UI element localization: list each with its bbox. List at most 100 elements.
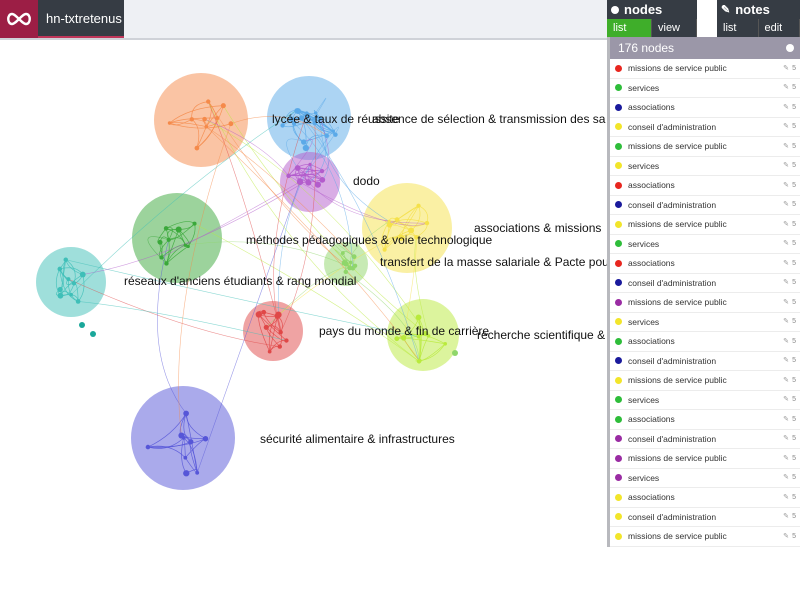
tab-notes-list[interactable]: list <box>717 19 759 37</box>
list-item[interactable]: missions de service public✎5 <box>610 527 800 547</box>
graph-node[interactable] <box>145 444 151 450</box>
graph-node[interactable] <box>294 108 299 113</box>
graph-node[interactable] <box>312 117 316 121</box>
graph-node[interactable] <box>408 227 415 234</box>
graph-node[interactable] <box>194 145 200 151</box>
graph-node[interactable] <box>255 311 263 318</box>
graph-node[interactable] <box>314 111 318 115</box>
graph-node[interactable] <box>314 181 321 188</box>
graph-node[interactable] <box>288 116 295 122</box>
graph-node[interactable] <box>267 349 272 354</box>
graph-node[interactable] <box>394 217 400 223</box>
cluster-label[interactable]: méthodes pédagogiques & voie technologiq… <box>246 233 493 247</box>
graph-node[interactable] <box>228 121 234 127</box>
cluster-label[interactable]: lycée & taux de réussite <box>272 112 400 126</box>
list-item[interactable]: associations✎5 <box>610 254 800 274</box>
list-item[interactable]: conseil d'administration✎5 <box>610 274 800 293</box>
graph-node[interactable] <box>206 99 211 104</box>
graph-node[interactable] <box>324 133 329 138</box>
list-item[interactable]: missions de service public✎5 <box>610 371 800 391</box>
cluster-label[interactable]: dodo <box>353 174 380 188</box>
graph-node[interactable] <box>319 168 325 174</box>
graph-node[interactable] <box>398 234 405 241</box>
list-item[interactable]: services✎5 <box>610 313 800 332</box>
graph-node[interactable] <box>416 203 421 208</box>
list-item[interactable]: services✎5 <box>610 469 800 488</box>
graph-node[interactable] <box>178 432 185 439</box>
graph-node[interactable] <box>416 334 421 339</box>
graph-node[interactable] <box>183 410 189 417</box>
graph-node[interactable] <box>157 239 163 245</box>
list-item[interactable]: conseil d'administration✎5 <box>610 118 800 137</box>
graph-node[interactable] <box>305 179 312 186</box>
cluster-circle[interactable] <box>243 301 303 361</box>
graph-node[interactable] <box>202 116 207 122</box>
graph-node[interactable] <box>347 265 353 271</box>
graph-node[interactable] <box>304 111 309 116</box>
graph-node[interactable] <box>189 117 194 122</box>
cluster-label[interactable]: réseaux d'anciens étudiants & rang mondi… <box>124 274 356 288</box>
graph-node[interactable] <box>261 309 267 315</box>
infinity-icon[interactable] <box>0 0 38 38</box>
graph-node[interactable] <box>280 123 285 128</box>
list-item[interactable]: conseil d'administration✎5 <box>610 196 800 215</box>
cluster-circle[interactable] <box>36 247 106 317</box>
tab-nodes-list[interactable]: list <box>607 19 652 37</box>
list-item[interactable]: conseil d'administration✎5 <box>610 430 800 449</box>
graph-node[interactable] <box>387 219 391 223</box>
cluster-label[interactable]: absence de sélection & transmission des … <box>372 112 606 126</box>
graph-node[interactable] <box>333 132 338 137</box>
cluster-label[interactable]: recherche scientifique & <box>477 328 605 342</box>
graph-node[interactable] <box>302 144 309 152</box>
graph-node[interactable] <box>386 222 393 228</box>
graph-node[interactable] <box>340 251 345 255</box>
cluster-label[interactable]: transfert de la masse salariale & Pacte … <box>380 255 607 269</box>
graph-node[interactable] <box>426 334 431 338</box>
graph-node[interactable] <box>319 176 326 183</box>
graph-node[interactable] <box>57 266 63 272</box>
graph-node[interactable] <box>415 314 422 321</box>
graph-node[interactable] <box>66 277 71 282</box>
list-item[interactable]: associations✎5 <box>610 488 800 508</box>
graph-node[interactable] <box>63 257 68 262</box>
graph-node[interactable] <box>175 226 182 233</box>
list-item[interactable]: conseil d'administration✎5 <box>610 508 800 527</box>
graph-node[interactable] <box>71 281 77 286</box>
graph-node[interactable] <box>286 173 291 179</box>
graph-node[interactable] <box>204 124 209 129</box>
graph-node[interactable] <box>296 178 304 186</box>
cluster-label[interactable]: associations & missions <box>474 221 601 235</box>
graph-node[interactable] <box>75 299 81 304</box>
list-item[interactable]: associations✎5 <box>610 332 800 352</box>
graph-node[interactable] <box>303 173 307 177</box>
graph-node[interactable] <box>343 269 349 275</box>
list-item[interactable]: conseil d'administration✎5 <box>610 352 800 371</box>
graph-node[interactable] <box>351 254 357 260</box>
list-item[interactable]: associations✎5 <box>610 410 800 430</box>
graph-node[interactable] <box>400 335 407 341</box>
graph-node[interactable] <box>215 116 220 121</box>
cluster-label[interactable]: pays du monde & fin de carrière <box>319 324 489 338</box>
list-item[interactable]: missions de service public✎5 <box>610 137 800 157</box>
graph-node[interactable] <box>220 103 226 109</box>
graph-node[interactable] <box>294 165 301 171</box>
graph-node[interactable] <box>278 330 283 335</box>
graph-node[interactable] <box>382 247 387 252</box>
graph-node[interactable] <box>183 470 190 477</box>
graph-node[interactable] <box>79 271 86 278</box>
list-item[interactable]: services✎5 <box>610 391 800 410</box>
graph-node[interactable] <box>57 292 64 299</box>
graph-node[interactable] <box>263 324 269 330</box>
graph-node[interactable] <box>79 322 85 328</box>
graph-node[interactable] <box>183 455 188 460</box>
graph-node[interactable] <box>202 435 209 442</box>
list-item[interactable]: missions de service public✎5 <box>610 215 800 235</box>
list-toggle-icon[interactable] <box>786 44 794 52</box>
list-item[interactable]: services✎5 <box>610 157 800 176</box>
graph-node[interactable] <box>163 226 169 231</box>
list-item[interactable]: services✎5 <box>610 235 800 254</box>
graph-node[interactable] <box>353 263 358 268</box>
graph-node[interactable] <box>159 255 164 260</box>
list-item[interactable]: associations✎5 <box>610 98 800 118</box>
